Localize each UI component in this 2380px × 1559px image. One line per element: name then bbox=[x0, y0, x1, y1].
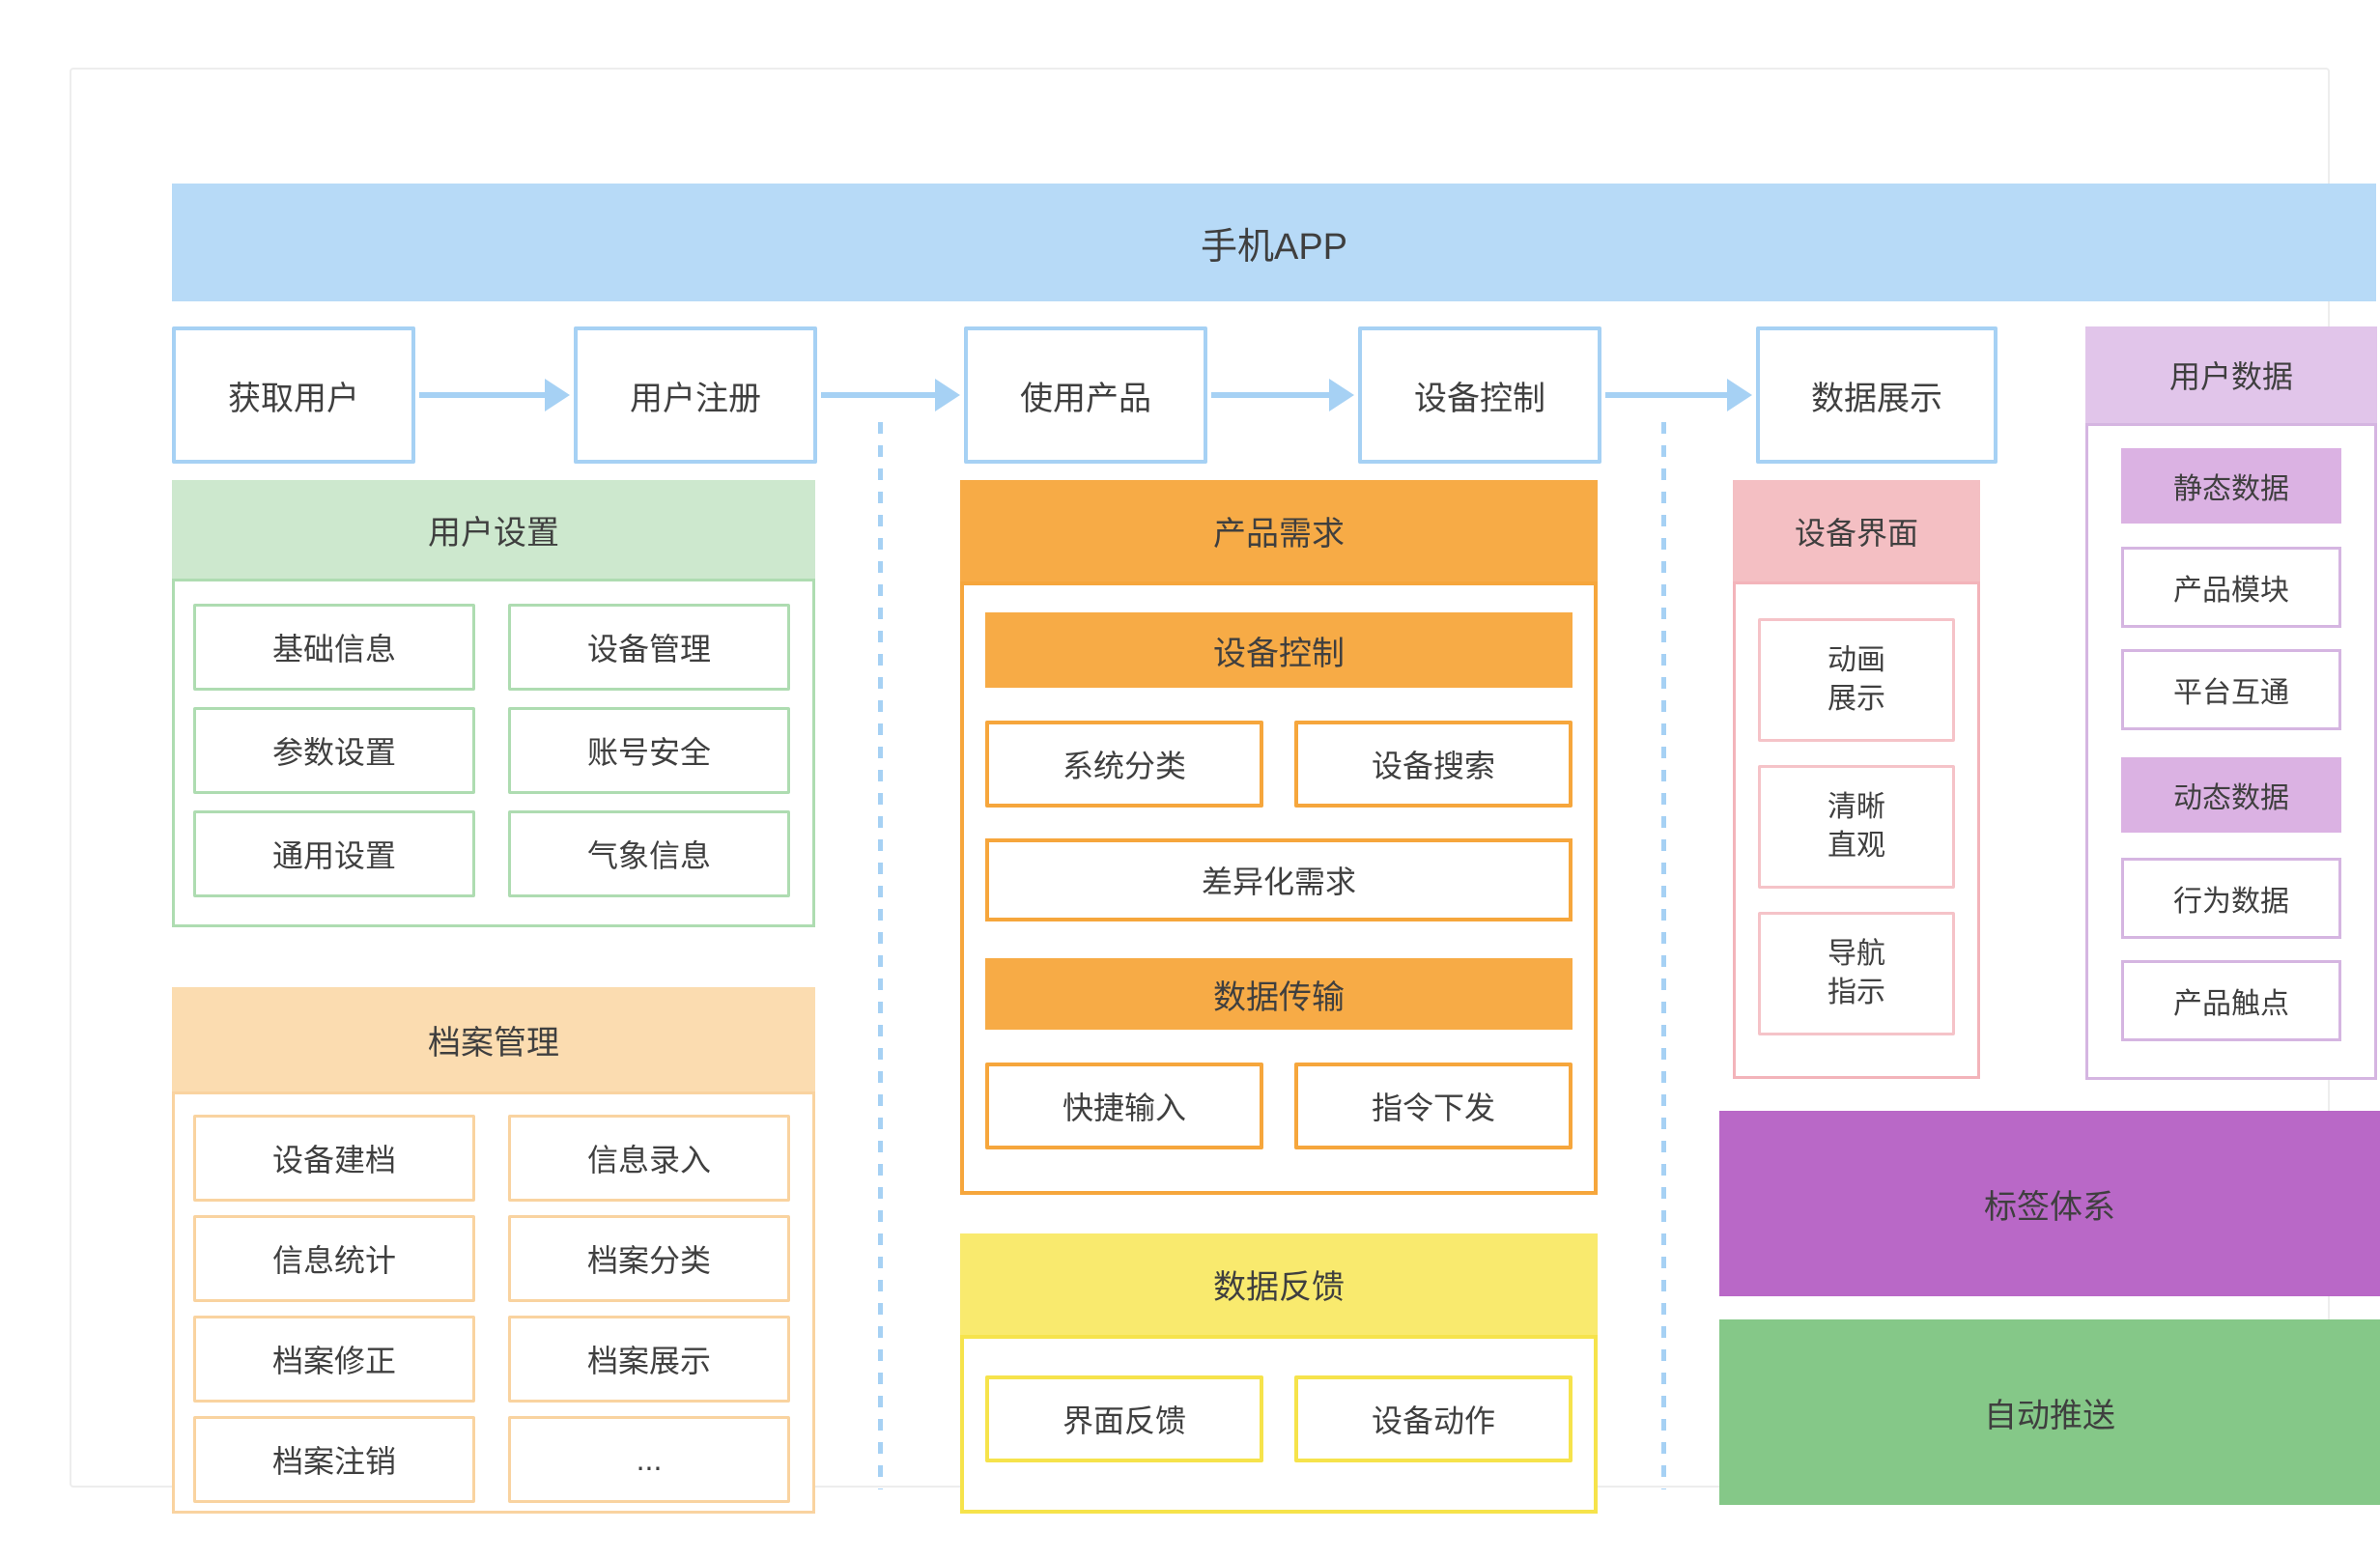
item-line: 导航 bbox=[1828, 937, 1885, 970]
flow-step-data-display: 数据展示 bbox=[1756, 326, 1998, 464]
section-header-user-data: 用户数据 bbox=[2085, 326, 2377, 423]
list-item: 档案注销 bbox=[193, 1416, 475, 1503]
list-item: 平台互通 bbox=[2121, 649, 2341, 730]
list-item: ... bbox=[508, 1416, 790, 1503]
item-line: 展示 bbox=[1828, 683, 1885, 715]
app-banner: 手机APP bbox=[172, 184, 2376, 301]
list-item: 系统分类 bbox=[985, 721, 1263, 808]
list-item-dynamic-data: 动态数据 bbox=[2121, 757, 2341, 833]
flow-step-user-register: 用户注册 bbox=[574, 326, 817, 464]
list-item: 气象信息 bbox=[508, 810, 790, 897]
list-item-static-data: 静态数据 bbox=[2121, 448, 2341, 524]
section-header-user-settings: 用户设置 bbox=[172, 480, 815, 579]
flow-step-get-users: 获取用户 bbox=[172, 326, 415, 464]
list-item: 账号安全 bbox=[508, 707, 790, 794]
item-line: 直观 bbox=[1828, 830, 1885, 862]
dotted-separator bbox=[1661, 422, 1666, 1489]
section-header-product-requirements: 产品需求 bbox=[960, 480, 1598, 581]
item-line: 指示 bbox=[1828, 977, 1885, 1008]
app-architecture-card: 手机APP 获取用户 用户注册 使用产品 设备控制 数据展示 用户设置 基础信息… bbox=[70, 68, 2380, 1514]
flow-step-use-product: 使用产品 bbox=[964, 326, 1207, 464]
list-item: 档案展示 bbox=[508, 1316, 790, 1403]
item-line: 清晰 bbox=[1828, 790, 1885, 823]
section-header-device-interface: 设备界面 bbox=[1733, 480, 1980, 581]
list-item: 信息录入 bbox=[508, 1115, 790, 1202]
list-item: 通用设置 bbox=[193, 810, 475, 897]
list-item: 档案分类 bbox=[508, 1215, 790, 1302]
list-item-differentiated-needs: 差异化需求 bbox=[985, 838, 1572, 921]
list-item: 产品触点 bbox=[2121, 960, 2341, 1041]
list-item: 设备建档 bbox=[193, 1115, 475, 1202]
subsection-header-device-control: 设备控制 bbox=[985, 612, 1572, 688]
list-item: 快捷输入 bbox=[985, 1063, 1263, 1149]
auto-push-block: 自动推送 bbox=[1719, 1319, 2380, 1505]
list-item: 清晰直观 bbox=[1758, 765, 1955, 889]
list-item: 导航指示 bbox=[1758, 912, 1955, 1035]
list-item: 档案修正 bbox=[193, 1316, 475, 1403]
list-item: 信息统计 bbox=[193, 1215, 475, 1302]
list-item: 参数设置 bbox=[193, 707, 475, 794]
list-item: 设备动作 bbox=[1294, 1375, 1572, 1462]
dotted-separator bbox=[878, 422, 883, 1489]
list-item: 设备管理 bbox=[508, 604, 790, 691]
item-line: 动画 bbox=[1828, 643, 1885, 676]
flow-step-device-control: 设备控制 bbox=[1358, 326, 1601, 464]
list-item: 界面反馈 bbox=[985, 1375, 1263, 1462]
list-item: 指令下发 bbox=[1294, 1063, 1572, 1149]
list-item: 动画展示 bbox=[1758, 618, 1955, 742]
tag-system-block: 标签体系 bbox=[1719, 1111, 2380, 1296]
list-item: 产品模块 bbox=[2121, 547, 2341, 628]
subsection-header-data-transmission: 数据传输 bbox=[985, 958, 1572, 1030]
section-header-archive-management: 档案管理 bbox=[172, 987, 815, 1091]
list-item: 基础信息 bbox=[193, 604, 475, 691]
list-item: 设备搜索 bbox=[1294, 721, 1572, 808]
list-item: 行为数据 bbox=[2121, 858, 2341, 939]
section-header-data-feedback: 数据反馈 bbox=[960, 1233, 1598, 1335]
